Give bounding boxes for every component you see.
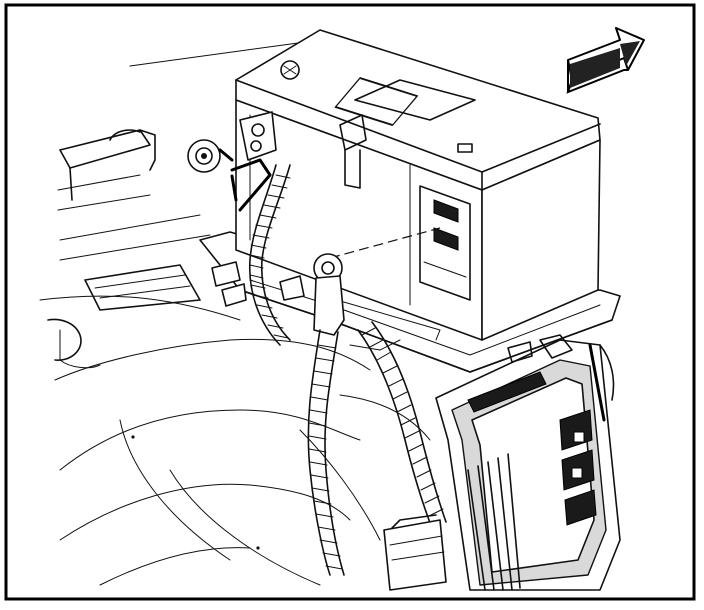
harness-connector [383, 514, 447, 591]
control-module [435, 334, 621, 591]
left-fender-bracket [57, 129, 211, 311]
negative-cable [187, 111, 305, 346]
body-panel-lines [39, 39, 431, 586]
forward-arrow-icon [566, 27, 645, 94]
battery [235, 29, 601, 341]
positive-cable [307, 253, 447, 576]
battery-side [481, 139, 601, 341]
figure-border [4, 3, 696, 601]
